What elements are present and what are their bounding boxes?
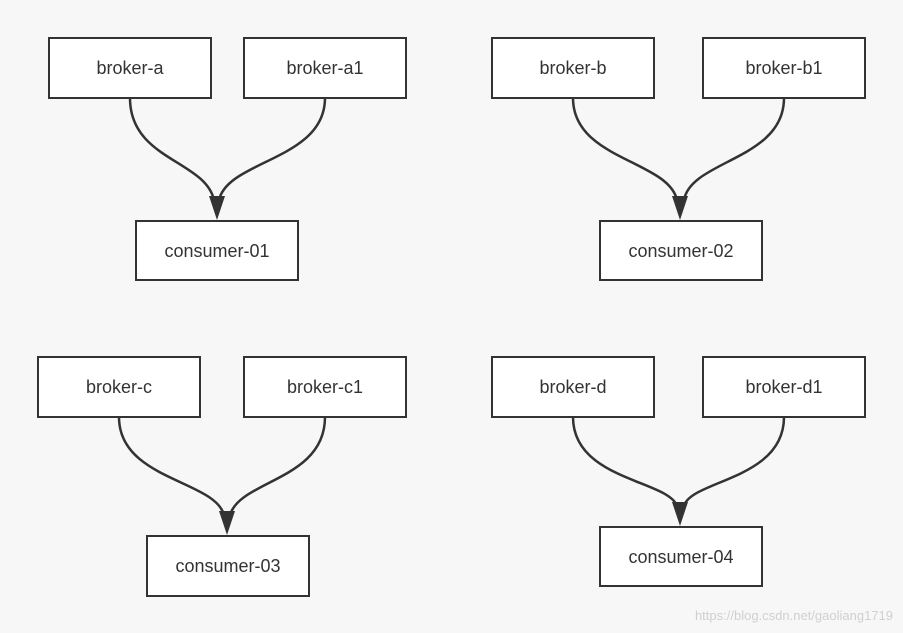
edges-layer [117, 97, 786, 535]
edge-broker-b1-to-consumer-02 [682, 97, 786, 201]
node-label: consumer-03 [175, 556, 280, 576]
node-broker-c1[interactable]: broker-c1 [243, 356, 407, 418]
node-label: consumer-02 [628, 241, 733, 261]
node-broker-a1[interactable]: broker-a1 [243, 37, 407, 99]
node-label: consumer-04 [628, 547, 733, 567]
watermark: https://blog.csdn.net/gaoliang1719 [694, 608, 893, 623]
node-label: broker-a1 [286, 58, 363, 78]
node-consumer-03[interactable]: consumer-03 [146, 535, 310, 597]
node-label: broker-b [539, 58, 606, 78]
node-label: broker-c [86, 377, 152, 397]
edge-broker-a-to-consumer-01 [128, 97, 216, 201]
node-broker-d[interactable]: broker-d [491, 356, 655, 418]
arrowhead-consumer-02 [672, 196, 688, 220]
node-consumer-01[interactable]: consumer-01 [135, 220, 299, 281]
nodes-layer: broker-a broker-a1 consumer-01 broker-b … [37, 37, 866, 597]
node-label: broker-a [96, 58, 164, 78]
edge-broker-d-to-consumer-04 [571, 416, 679, 507]
node-label: broker-b1 [745, 58, 822, 78]
arrowhead-consumer-03 [219, 511, 235, 535]
node-broker-b1[interactable]: broker-b1 [702, 37, 866, 99]
node-label: consumer-01 [164, 241, 269, 261]
node-broker-c[interactable]: broker-c [37, 356, 201, 418]
node-label: broker-c1 [287, 377, 363, 397]
node-label: broker-d [539, 377, 606, 397]
edge-broker-d1-to-consumer-04 [682, 416, 786, 507]
arrowhead-consumer-01 [209, 196, 225, 220]
node-consumer-04[interactable]: consumer-04 [599, 526, 763, 587]
edge-broker-c-to-consumer-03 [117, 416, 226, 516]
edge-broker-b-to-consumer-02 [571, 97, 679, 201]
node-label: broker-d1 [745, 377, 822, 397]
edge-broker-a1-to-consumer-01 [217, 97, 327, 201]
edge-broker-c1-to-consumer-03 [228, 416, 327, 516]
node-consumer-02[interactable]: consumer-02 [599, 220, 763, 281]
node-broker-d1[interactable]: broker-d1 [702, 356, 866, 418]
node-broker-a[interactable]: broker-a [48, 37, 212, 99]
node-broker-b[interactable]: broker-b [491, 37, 655, 99]
arrowhead-consumer-04 [672, 502, 688, 526]
